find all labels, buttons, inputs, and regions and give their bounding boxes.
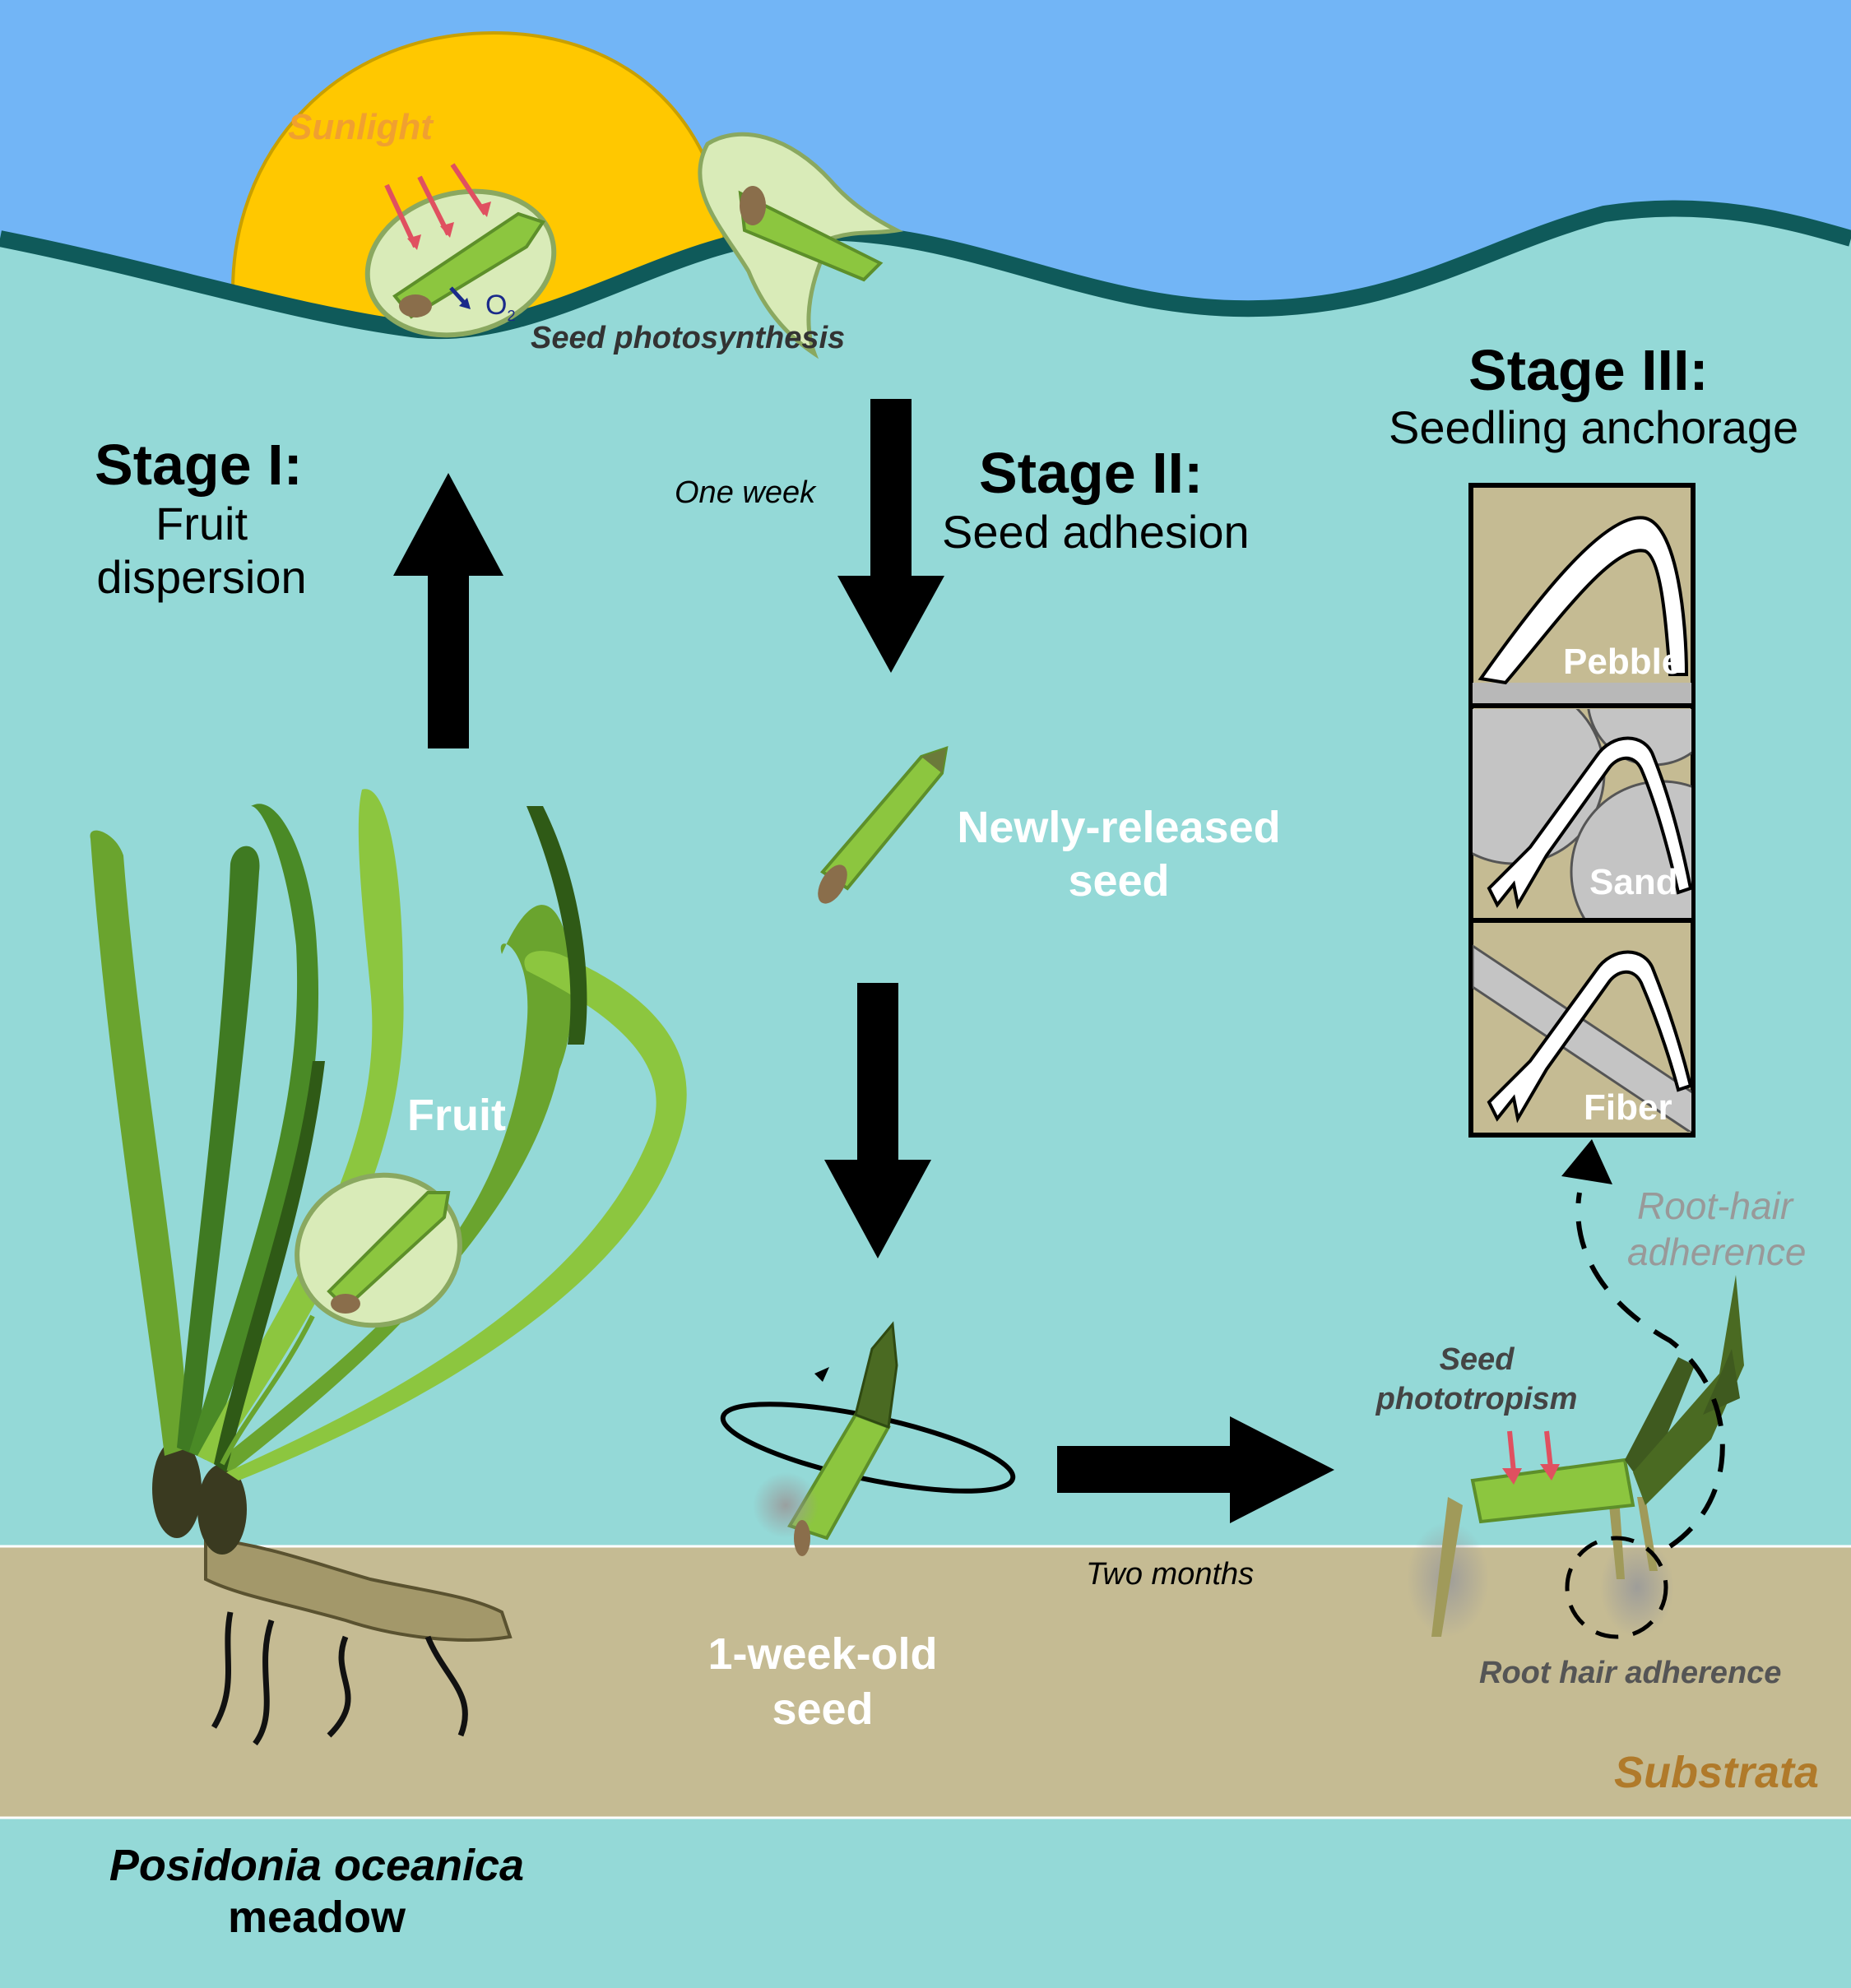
oxygen-symbol: O [485,290,508,321]
root-hair-circle [1565,1536,1668,1639]
pebble-panel [1473,516,1691,703]
stage3-title: Stage III: [1468,338,1709,402]
meadow-label-line1: Posidonia oceanica [109,1841,525,1890]
arrow-up-stage1 [393,473,503,748]
floating-fruit [364,163,557,338]
oxygen-label: O2 [485,290,515,324]
root-hair-adherence-label-bottom: Root hair adherence [1479,1656,1782,1690]
pebble-label: Pebble [1563,642,1682,682]
substrate-panels [1468,483,1696,1138]
seed-phototropism-label-line1: Seed [1439,1342,1515,1377]
meadow-label-line2: meadow [227,1893,406,1942]
fruit-label: Fruit [407,1091,506,1140]
stage1-title: Stage I: [95,433,303,497]
root-hair-adherence-label-top-line2: adherence [1627,1230,1807,1273]
seedling [1407,1139,1744,1639]
seed-phototropism-label-line2: phototropism [1375,1382,1578,1416]
newly-released-seed [818,746,949,904]
sand-panel [1473,709,1691,918]
stage1-line2: dispersion [96,551,307,603]
seed-photosynthesis-label: Seed photosynthesis [531,321,846,355]
newly-released-label-line1: Newly-released [957,803,1281,852]
one-week-old-label-line2: seed [772,1684,874,1734]
fiber-panel [1473,944,1691,1132]
sun [231,30,726,322]
water-surface [0,200,1851,340]
fiber-label: Fiber [1584,1087,1672,1128]
stage2-title: Stage II: [979,441,1204,505]
posidonia-plant [90,789,687,1746]
sunlight-ray-2 [417,175,451,236]
root-hair-adherence-label-top-line1: Root-hair [1637,1184,1793,1227]
two-months-label: Two months [1086,1557,1255,1592]
one-week-old-seed [720,1321,1016,1556]
substrata-label: Substrata [1614,1748,1820,1797]
oxygen-subscript: 2 [507,307,516,324]
one-week-old-label-line1: 1-week-old [707,1629,938,1679]
sand-label: Sand [1589,862,1678,902]
stage1-line1: Fruit [155,498,248,549]
arrow-right-two-months [1057,1416,1334,1523]
sunlight-label: Sunlight [288,107,433,147]
sunlight-ray-1 [384,183,418,248]
arrow-down-seed [824,983,931,1258]
newly-released-label-line2: seed [1068,856,1170,906]
stage2-subtitle: Seed adhesion [942,506,1250,558]
dashed-return-arrow [1575,1192,1725,1549]
opening-fruit [698,132,903,359]
arrow-down-stage2 [837,399,944,673]
one-week-label: One week [675,475,816,510]
stage3-subtitle: Seedling anchorage [1389,401,1799,453]
